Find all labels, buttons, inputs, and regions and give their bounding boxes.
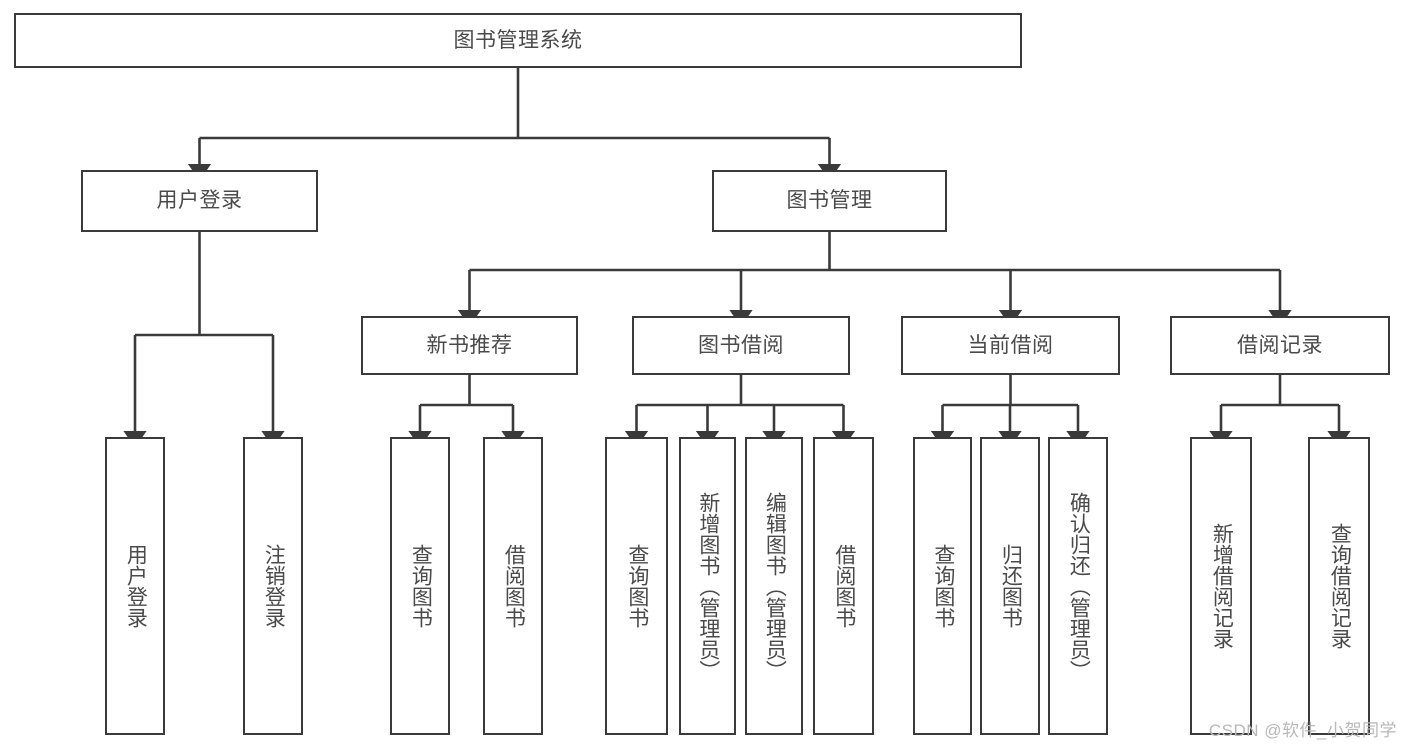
node-l3-current[interactable]: 当前借阅 <box>901 316 1120 375</box>
node-leaf-borrow-1[interactable]: 查询图书 <box>605 437 668 735</box>
node-l3-borrow[interactable]: 图书借阅 <box>632 316 850 375</box>
node-label-l3-new: 新书推荐 <box>426 333 513 357</box>
node-leaf-login-2[interactable]: 注销登录 <box>243 437 303 735</box>
node-leaf-rec-2[interactable]: 查询借阅记录 <box>1308 437 1370 735</box>
node-label-leaf-login-2: 注销登录 <box>262 544 286 628</box>
node-root[interactable]: 图书管理系统 <box>14 13 1022 68</box>
node-leaf-new-2[interactable]: 借阅图书 <box>483 437 543 735</box>
node-label-root: 图书管理系统 <box>453 28 583 52</box>
node-label-l2-login: 用户登录 <box>156 189 243 213</box>
node-leaf-login-1[interactable]: 用户登录 <box>105 437 165 735</box>
node-leaf-cur-3[interactable]: 确认归还（管理员） <box>1048 437 1108 735</box>
node-label-leaf-borrow-2: 新增图书（管理员） <box>696 491 720 681</box>
node-label-leaf-cur-3: 确认归还（管理员） <box>1067 491 1091 681</box>
node-leaf-new-1[interactable]: 查询图书 <box>390 437 450 735</box>
node-leaf-cur-2[interactable]: 归还图书 <box>980 437 1040 735</box>
node-label-l3-record: 借阅记录 <box>1237 333 1323 357</box>
node-l3-record[interactable]: 借阅记录 <box>1170 316 1390 375</box>
node-l3-new[interactable]: 新书推荐 <box>361 316 578 375</box>
node-leaf-borrow-3[interactable]: 编辑图书（管理员） <box>745 437 803 735</box>
node-l2-book[interactable]: 图书管理 <box>712 170 947 232</box>
node-leaf-borrow-4[interactable]: 借阅图书 <box>813 437 874 735</box>
node-label-leaf-new-2: 借阅图书 <box>502 544 526 628</box>
node-leaf-rec-1[interactable]: 新增借阅记录 <box>1190 437 1252 735</box>
node-label-leaf-new-1: 查询图书 <box>409 544 433 628</box>
csdn-watermark: CSDN @软件_小贺同学 <box>1208 721 1397 740</box>
node-label-l3-current: 当前借阅 <box>967 333 1054 357</box>
node-label-leaf-login-1: 用户登录 <box>124 544 148 628</box>
node-label-leaf-borrow-3: 编辑图书（管理员） <box>763 491 787 681</box>
node-label-leaf-rec-1: 新增借阅记录 <box>1210 523 1234 649</box>
node-leaf-borrow-2[interactable]: 新增图书（管理员） <box>679 437 736 735</box>
node-l2-login[interactable]: 用户登录 <box>81 170 318 232</box>
node-label-leaf-cur-1: 查询图书 <box>931 544 955 628</box>
node-label-leaf-borrow-1: 查询图书 <box>625 544 649 628</box>
node-label-leaf-rec-2: 查询借阅记录 <box>1328 523 1352 649</box>
node-label-l3-borrow: 图书借阅 <box>698 333 784 357</box>
node-leaf-cur-1[interactable]: 查询图书 <box>913 437 972 735</box>
node-label-leaf-borrow-4: 借阅图书 <box>832 544 856 628</box>
node-label-l2-book: 图书管理 <box>786 189 873 213</box>
node-label-leaf-cur-2: 归还图书 <box>999 544 1023 628</box>
